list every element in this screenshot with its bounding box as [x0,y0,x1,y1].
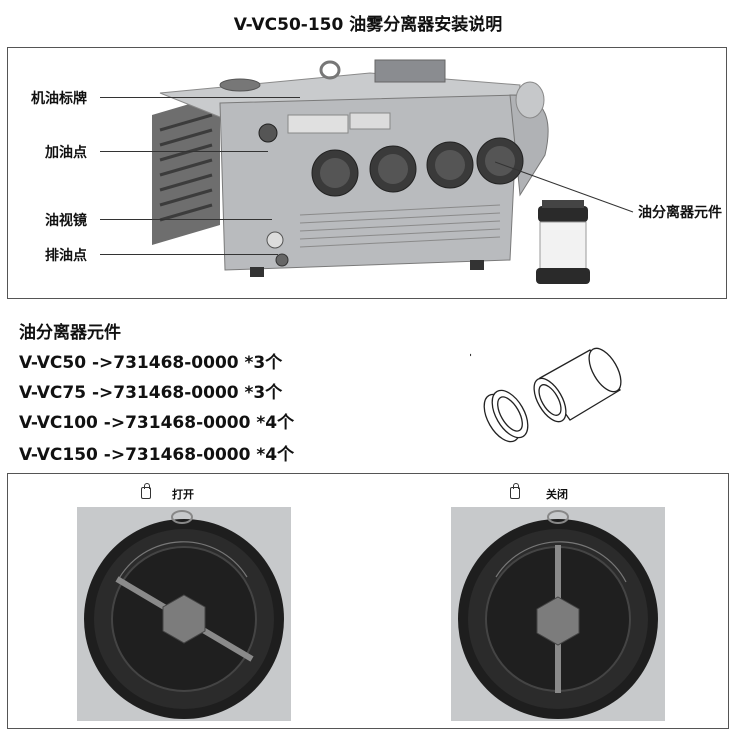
separator-element-illustration [536,200,590,284]
separator-exploded-drawing [470,347,622,443]
page-title: V-VC50-150 油雾分离器安装说明 [233,15,503,35]
part-number: 731468-0000 [125,413,251,433]
part-number: 731468-0000 [125,445,251,465]
fill-point-leader [100,151,268,152]
callout-drain-point: 排油点 [45,248,87,264]
part-quantity: *4个 [256,413,295,433]
separator-element-leader [495,161,634,213]
nameplate-leader [100,97,300,98]
part-model: V-VC150 [19,445,98,465]
callout-separator-element: 油分离器元件 [638,205,722,221]
cover-open-photo [77,507,291,721]
callout-fill-point: 加油点 [45,145,87,161]
sight-glass-leader [100,219,272,220]
parts-heading: 油分离器元件 [19,323,121,343]
vacuum-pump-illustration [152,59,549,277]
part-row: V-VC50 ->731468-0000 *3个 [19,348,282,373]
part-quantity: *4个 [256,445,295,465]
drain-point-leader [100,254,278,255]
part-model: V-VC100 [19,413,98,433]
part-arrow: -> [91,353,114,373]
part-arrow: -> [103,413,126,433]
cover-states-panel [7,473,729,729]
cover-closed-photo [451,507,665,721]
part-quantity: *3个 [244,383,283,403]
callout-nameplate: 机油标牌 [31,91,87,107]
part-arrow: -> [103,445,126,465]
pump-diagram-panel [7,47,727,299]
part-model: V-VC75 [19,383,87,403]
part-row: V-VC100 ->731468-0000 *4个 [19,408,294,433]
part-quantity: *3个 [244,353,283,373]
part-number: 731468-0000 [113,353,239,373]
part-number: 731468-0000 [113,383,239,403]
unlock-icon [141,483,151,499]
part-row: V-VC150 ->731468-0000 *4个 [19,440,294,465]
lock-icon [510,483,520,499]
open-label: 打开 [172,488,194,501]
part-row: V-VC75 ->731468-0000 *3个 [19,378,282,403]
callout-sight-glass: 油视镜 [45,213,87,229]
part-model: V-VC50 [19,353,87,373]
close-label: 关闭 [546,488,568,501]
part-arrow: -> [91,383,114,403]
